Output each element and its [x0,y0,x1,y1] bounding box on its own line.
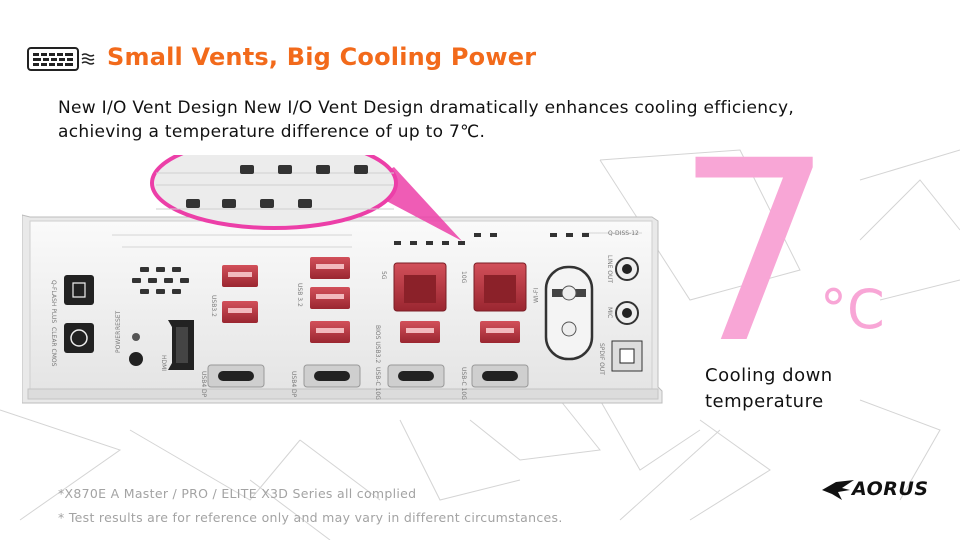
label-usb-c-2: USB-C 10G [460,367,467,400]
label-lan-5g: 5G [380,271,387,280]
io-panel-illustration: Q-FLASH PLUS CLEAR CMOS POWER RESET HDMI… [22,155,663,404]
label-usb32-a: USB3.2 [210,295,217,317]
label-hdmi: HDMI [160,355,167,371]
cooling-caption-line-1: Cooling down [705,365,833,386]
aorus-eagle-icon [822,480,854,500]
label-usb-c-1: USB-C 10G [374,367,381,400]
cooling-caption: Cooling down temperature [705,363,905,415]
label-qflash: Q-FLASH PLUS [50,280,57,323]
temperature-number: 7 [675,107,835,398]
temperature-unit: °C [820,278,885,341]
cooling-caption-line-2: temperature [705,391,824,412]
description: New I/O Vent Design New I/O Vent Design … [58,96,878,144]
footnote-compliance: *X870E A Master / PRO / ELITE X3D Series… [58,486,417,501]
footnote-disclaimer: * Test results are for reference only an… [58,510,563,525]
label-usb4-2: USB4 DP [290,371,297,398]
brand-logo: AORUS [852,478,929,500]
label-wifi: WI-FI [533,288,540,303]
label-usb4-1: USB4 DP [200,371,207,398]
label-bios: BIOS USB3.2 [374,325,381,363]
description-line-2: achieving a temperature difference of up… [58,122,486,142]
page-title: Small Vents, Big Cooling Power [107,43,537,71]
label-line-out: LINE OUT [606,255,613,283]
label-reset: RESET [115,310,122,330]
label-usb32-b: USB 3.2 [296,283,303,307]
vent-airflow-icon [27,47,95,71]
label-qr: Q-DISS-12 [608,230,639,237]
description-line-1: New I/O Vent Design New I/O Vent Design … [58,98,795,118]
label-clear-cmos: CLEAR CMOS [50,327,57,367]
label-power: POWER [115,331,122,353]
label-mic: MIC [606,307,613,318]
label-lan-10g: 10G [460,271,467,284]
label-spdif: SPDIF OUT [598,343,605,375]
